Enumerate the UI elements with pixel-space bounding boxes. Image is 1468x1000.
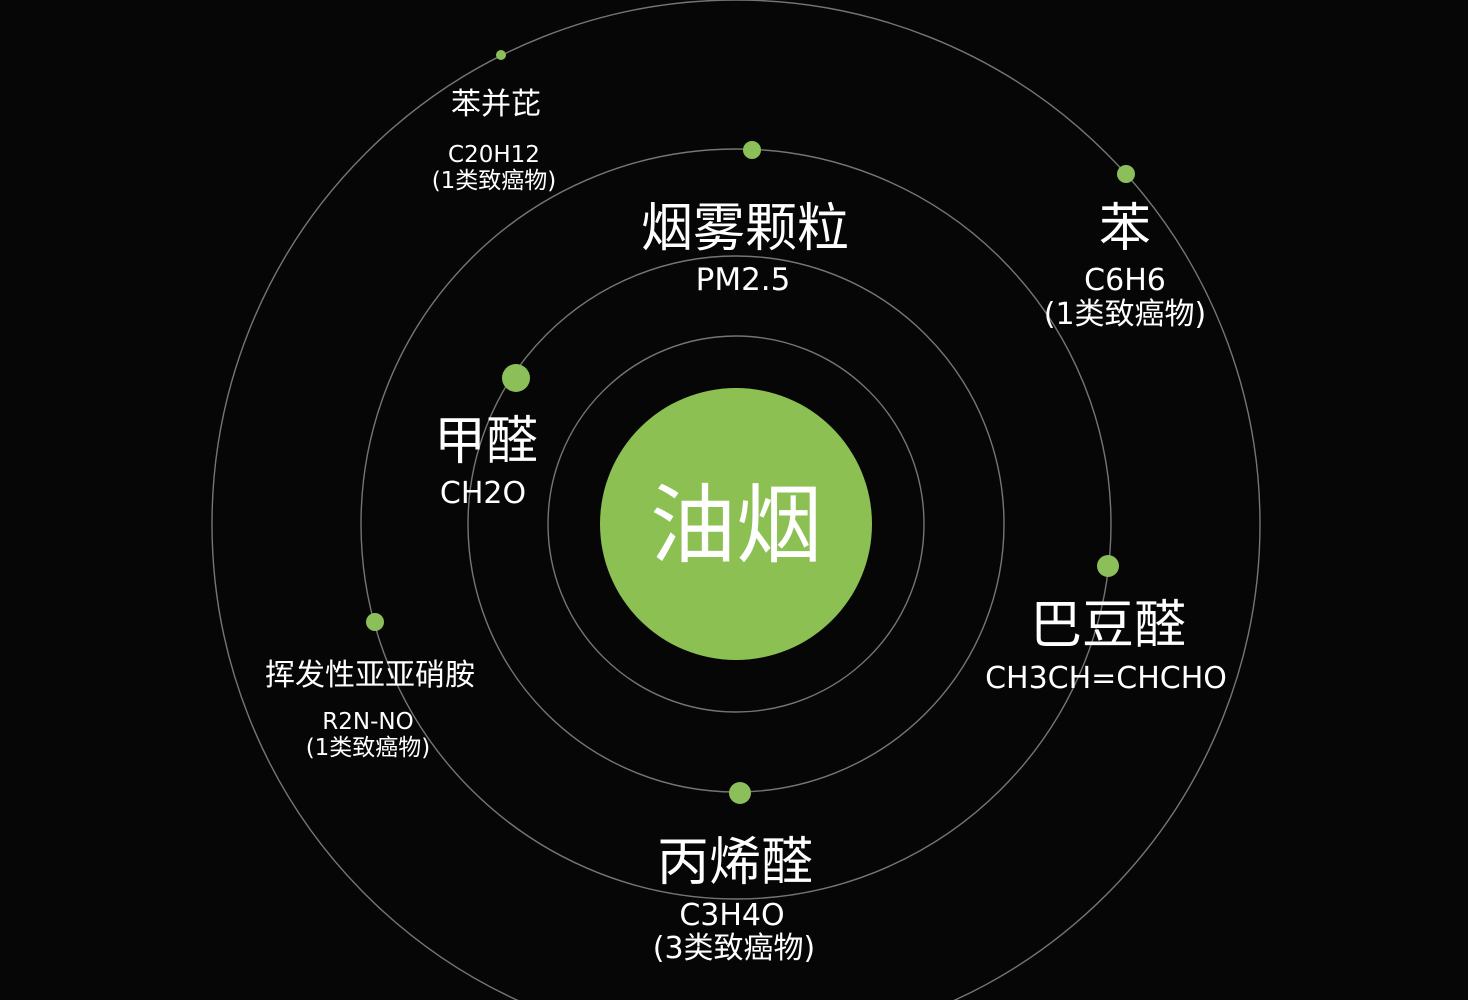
item-nitrosamine: 挥发性亚亚硝胺 R2N-NO (1类致癌物) (265, 658, 475, 761)
item-name: 苯并芘 (451, 87, 541, 122)
item-formula: CH2O (440, 476, 526, 511)
item-note: (1类致癌物) (1044, 297, 1207, 332)
item-note: (1类致癌物) (432, 168, 557, 194)
item-name: 烟雾颗粒 (641, 199, 849, 259)
item-name: 丙烯醛 (657, 833, 813, 893)
planet-dot-acrolein (729, 782, 751, 804)
item-formula: C20H12 (448, 142, 540, 168)
item-benzene: 苯 C6H6 (1类致癌物) (1044, 199, 1207, 332)
planet-dot-benzopyrene (496, 50, 506, 60)
orbit-ring-1 (547, 335, 925, 713)
planet-dot-formaldehyde (502, 364, 530, 392)
planet-dot-nitrosamine (366, 613, 384, 631)
item-formaldehyde: 甲醛 CH2O (434, 412, 538, 511)
planet-dot-benzene (1117, 165, 1135, 183)
item-acrolein: 丙烯醛 C3H4O (3类致癌物) (653, 833, 816, 966)
item-crotonaldehyde: 巴豆醛 CH3CH=CHCHO (985, 596, 1227, 696)
item-formula: CH3CH=CHCHO (985, 661, 1227, 696)
item-name: 甲醛 (434, 412, 538, 472)
item-name: 巴豆醛 (1030, 596, 1186, 656)
item-name: 苯 (1099, 199, 1151, 259)
item-benzopyrene: 苯并芘 C20H12 (1类致癌物) (432, 87, 557, 194)
center-core (600, 388, 872, 660)
orbit-ring-3 (360, 148, 1112, 900)
item-name: 挥发性亚亚硝胺 (265, 658, 475, 693)
item-formula: PM2.5 (696, 262, 791, 298)
planet-dot-crotonaldehyde (1097, 555, 1119, 577)
planet-dot-pm25 (743, 141, 761, 159)
center-label: 油烟 (650, 476, 822, 576)
item-formula: C3H4O (679, 898, 784, 933)
item-pm25: 烟雾颗粒 PM2.5 (641, 199, 849, 298)
item-note: (1类致癌物) (306, 735, 431, 761)
orbit-ring-4 (211, 0, 1261, 1000)
item-formula: C6H6 (1084, 263, 1166, 298)
item-formula: R2N-NO (322, 709, 413, 735)
item-note: (3类致癌物) (653, 931, 816, 966)
